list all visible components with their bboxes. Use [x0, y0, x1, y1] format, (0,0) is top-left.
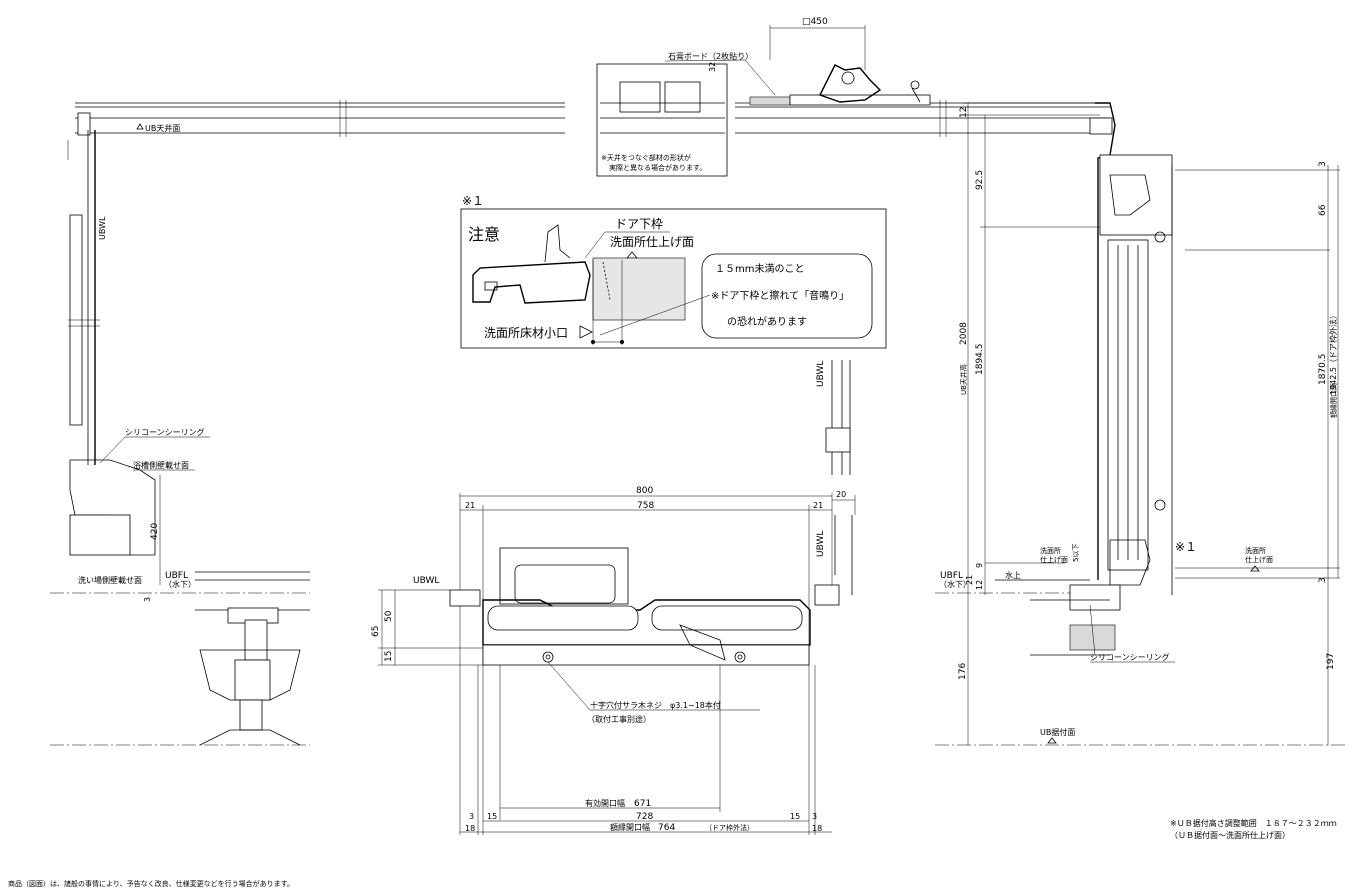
floor-edge-label: 洗面所床材小口 [484, 326, 568, 340]
dim-18-right: 18 [812, 824, 822, 833]
plan-ubwl-left: UBWL [413, 576, 439, 586]
r-dim-3-bottom: 3 [1318, 577, 1328, 583]
dim-800: 800 [636, 486, 653, 496]
dim-18-left: 18 [465, 824, 475, 833]
adjust-note: ※ＵＢ据付高さ調整範囲 １８７〜２３２ｍｍ [1170, 818, 1337, 828]
r-below-5: 5以下 [1072, 544, 1080, 562]
r-dim-2008: 2008 [959, 322, 969, 345]
caution-note-3: の恐れがあります [727, 315, 807, 328]
top-detail: 32 ※天井をつなぐ部材の形状が 実際と異なる場合があります。 石膏ボード（2枚… [596, 17, 931, 177]
caution-marker: ※１ [462, 194, 484, 208]
right-section: 12 92.5 2008 UB天井高 1894.5 3 66 1942.5（ドア… [935, 102, 1345, 746]
r-wash-finish-small-2: 仕上げ面 [1040, 555, 1068, 564]
caution-box: ※１ 注意 ドア下枠 洗面所仕上げ面 １５mm未満のこと ※ドア下枠と擦れて「音… [460, 194, 887, 349]
r-dim-12: 12 [959, 107, 969, 118]
frame-label: 額縁開口幅 [610, 822, 650, 832]
r-marker: ※１ [1175, 540, 1197, 554]
disclaimer: 商品（図面）は、諸般の事情により、予告なく改良、仕様変更などを行う場合があります… [8, 879, 294, 888]
r-dim-12b: 12 [975, 580, 984, 590]
dim-420: 420 [150, 523, 160, 540]
r-ub-base: UB据付面 [1040, 727, 1075, 737]
silicone-label: シリコーンシーリング [125, 427, 205, 437]
effective-label: 有効開口幅 [585, 798, 625, 808]
wash-finish-label: 洗面所仕上げ面 [610, 235, 694, 249]
dim-65: 65 [371, 626, 381, 637]
caution-note-2: ※ドア下枠と擦れて「音鳴り」 [711, 289, 849, 302]
tub-surface-label: 浴槽側壁載せ面 [133, 460, 189, 470]
r-dim-1870-5: 1870.5 [1318, 354, 1328, 386]
r-dim-9: 9 [975, 563, 984, 568]
left-dim-3: 3 [143, 597, 152, 602]
dim-764: 764 [658, 823, 675, 833]
dim-3-left: 3 [469, 812, 474, 821]
ub-ceiling-label: UB天井面 [145, 123, 180, 133]
r-dim-197: 197 [1326, 653, 1336, 670]
r-wash-finish-small: 洗面所 [1040, 546, 1061, 555]
screw-note: （取付工事別途） [587, 714, 651, 724]
dim-15: 15 [384, 651, 394, 662]
r-dim-66: 66 [1318, 204, 1328, 216]
r-frame-height: 額縁開口高 [1329, 383, 1338, 418]
dim-3-right: 3 [812, 812, 817, 821]
r-mizukami: 水上 [1005, 570, 1021, 580]
r-wash-finish-2: 仕上げ面 [1245, 555, 1273, 564]
left-mizushita: （水下） [164, 579, 196, 589]
adjust-note-2: （ＵＢ据付面〜洗面所仕上げ面） [1170, 830, 1290, 840]
size-label: □450 [802, 17, 828, 27]
r-dim-176: 176 [958, 663, 968, 680]
dim-21-right: 21 [813, 501, 823, 510]
outer-label: （ドア枠外法） [705, 823, 754, 832]
dim-15-right: 15 [790, 812, 800, 821]
r-dim-1894-5: 1894.5 [975, 344, 985, 376]
r-wash-finish: 洗面所 [1245, 546, 1266, 555]
r-ub-ceiling: UB天井高 [959, 364, 968, 395]
board-label: 石膏ボード（2枚貼り） [668, 51, 753, 61]
dim-50: 50 [384, 610, 394, 622]
plan-view: 800 758 21 21 20 UBWL UBWL 65 50 [371, 486, 856, 835]
footer: ※ＵＢ据付高さ調整範囲 １８７〜２３２ｍｍ （ＵＢ据付面〜洗面所仕上げ面） 商品… [8, 818, 1337, 888]
dim-758: 758 [637, 501, 654, 511]
ceiling-note-2: 実際と異なる場合があります。 [609, 163, 706, 172]
door-frame-label: ドア下枠 [615, 217, 663, 231]
r-dim-1942-5: 1942.5（ドア枠外法） [1328, 311, 1338, 395]
dim-671: 671 [634, 799, 651, 809]
caution-title: 注意 [468, 225, 500, 244]
left-ubwl: UBWL [98, 216, 107, 240]
dim-15-left: 15 [487, 812, 497, 821]
ceiling-lines [75, 100, 1110, 137]
dim-21-left: 21 [465, 501, 475, 510]
dim-32: 32 [708, 62, 717, 72]
r-mizushita: （水下） [939, 579, 971, 589]
left-ubfl: UBFL [165, 571, 188, 581]
r-dim-3-top: 3 [1318, 161, 1328, 167]
screw-label: 十字穴付サラ木ネジ φ3.1−18本付 [590, 700, 721, 710]
dim-728: 728 [636, 812, 653, 822]
left-section: UB天井面 UBWL シリコーンシーリング 浴槽側壁載せ面 420 UBFL （… [50, 112, 310, 746]
caution-note-1: １５mm未満のこと [715, 263, 804, 275]
r-dim-92-5: 92.5 [975, 170, 985, 190]
r-silicone: シリコーンシーリング [1090, 652, 1170, 662]
dim-20: 20 [836, 490, 846, 499]
ceiling-note: ※天井をつなぐ部材の形状が [601, 153, 691, 162]
mid-ubwl-top: UBWL [816, 361, 826, 387]
wash-surface-label: 洗い場側壁載せ面 [78, 575, 142, 585]
r-dim-21: 21 [965, 575, 974, 585]
mid-ubwl-mid: UBWL [816, 531, 826, 557]
middle-wall: UBWL [816, 360, 851, 475]
r-ubfl: UBFL [940, 571, 963, 581]
